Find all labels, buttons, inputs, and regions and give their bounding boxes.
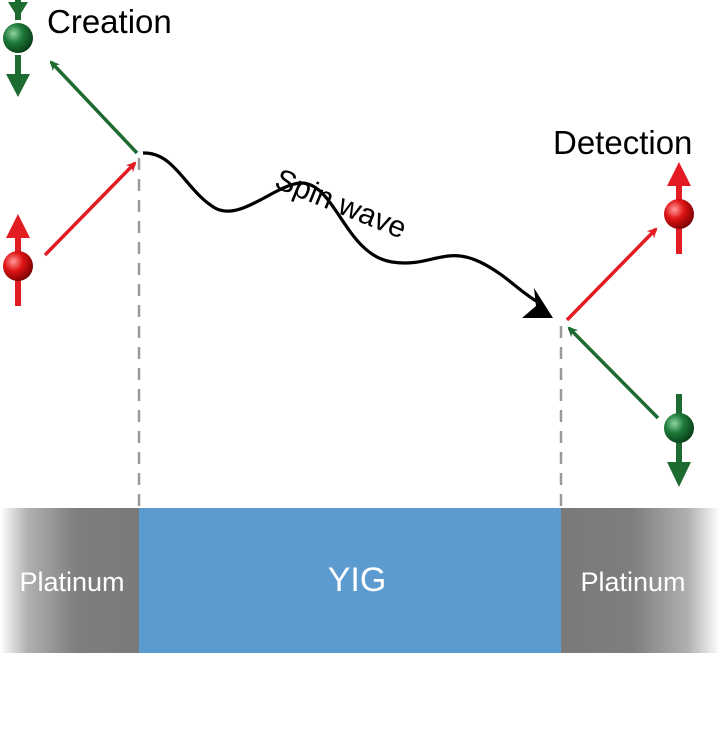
creation-spin-up-arrow [43, 161, 137, 257]
spin-up-electron-detected-icon [664, 162, 694, 254]
spin-down-electron-right-icon [664, 394, 694, 487]
spin-up-electron-icon [3, 214, 33, 306]
platinum-right-label: Platinum [580, 567, 685, 597]
detection-spin-up-arrow [565, 227, 658, 322]
platinum-right-block [561, 508, 720, 653]
spin-wave-path [142, 151, 539, 304]
detection-spin-down-arrow [567, 326, 660, 420]
spin-wave-label: Spin wave [270, 163, 411, 245]
detection-label: Detection [553, 124, 692, 161]
platinum-left-block [0, 508, 139, 653]
creation-spin-down-arrow [49, 60, 139, 155]
yig-block [139, 508, 561, 653]
yig-label: YIG [328, 561, 387, 599]
spin-down-electron-icon [3, 0, 33, 97]
creation-label: Creation [47, 3, 172, 40]
spin-wave-arrowhead [522, 288, 553, 318]
platinum-left-label: Platinum [19, 567, 124, 597]
